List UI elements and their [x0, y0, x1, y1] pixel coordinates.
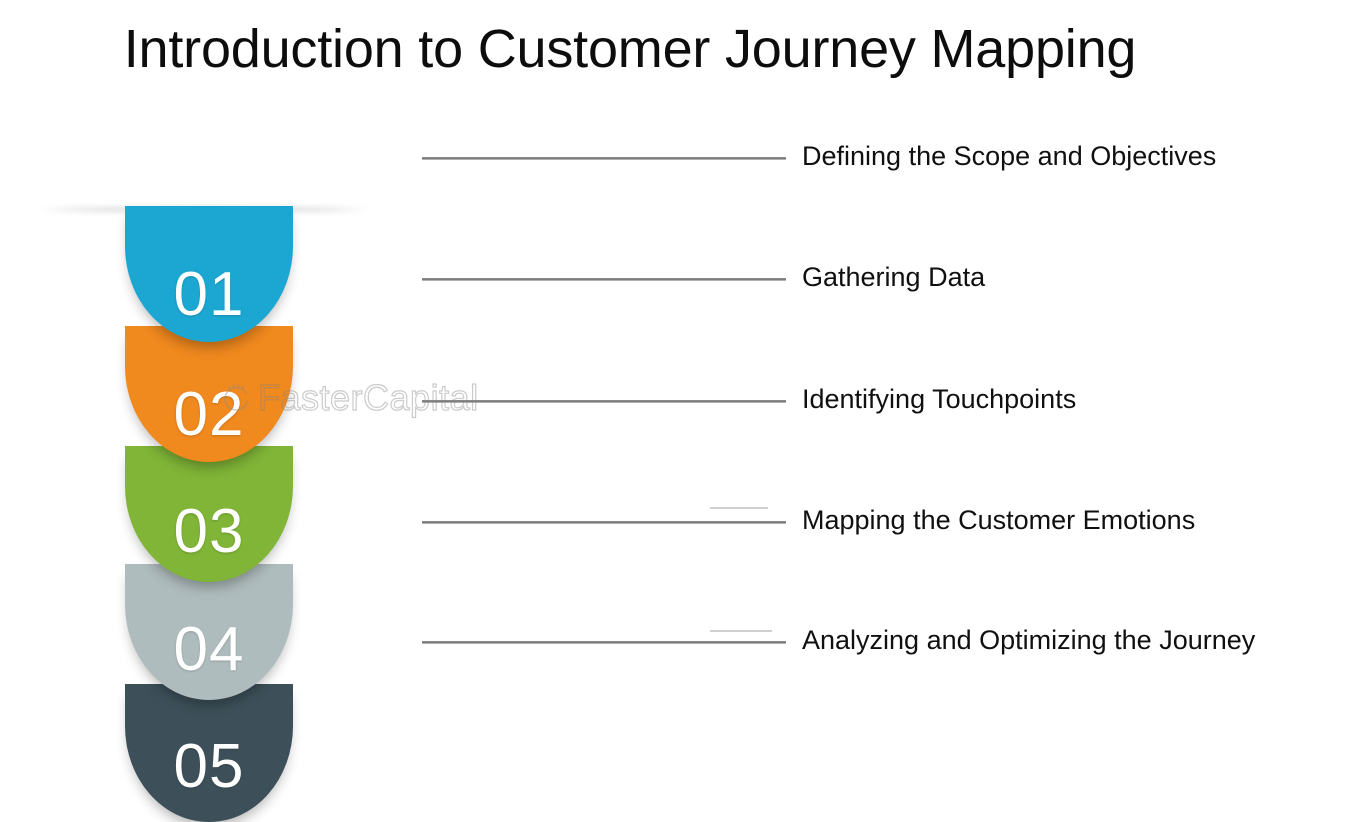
- slide-canvas: Introduction to Customer Journey Mapping…: [0, 19, 1256, 822]
- step-number-01: 01: [173, 260, 245, 329]
- step-rule-04: [422, 521, 786, 524]
- step-label-01: Defining the Scope and Objectives: [802, 141, 1217, 171]
- step-tab-03[interactable]: 03: [125, 446, 293, 582]
- step-label-02: Gathering Data: [802, 262, 986, 292]
- step-tab-02[interactable]: 02: [125, 326, 293, 462]
- step-tab-05[interactable]: 05: [125, 684, 293, 822]
- step-label-03: Identifying Touchpoints: [802, 384, 1077, 414]
- step-number-02: 02: [173, 380, 245, 449]
- step-rule-ghost-04: [710, 507, 768, 509]
- numbered-steps-graphic: 01 02 03 04 05: [0, 96, 410, 822]
- step-rule-02: [422, 278, 786, 281]
- step-label-04: Mapping the Customer Emotions: [802, 505, 1196, 535]
- step-rule-03: [422, 400, 786, 403]
- step-rule-01: [422, 157, 786, 160]
- step-label-05: Analyzing and Optimizing the Journey: [802, 625, 1256, 655]
- step-number-03: 03: [173, 497, 245, 566]
- step-rule-05: [422, 641, 786, 644]
- step-rule-ghost-05: [710, 630, 772, 632]
- step-tab-01[interactable]: 01: [125, 206, 293, 342]
- step-number-04: 04: [173, 615, 245, 684]
- page-title: Introduction to Customer Journey Mapping: [123, 19, 1137, 79]
- step-tab-04[interactable]: 04: [125, 564, 293, 700]
- step-number-05: 05: [173, 732, 245, 801]
